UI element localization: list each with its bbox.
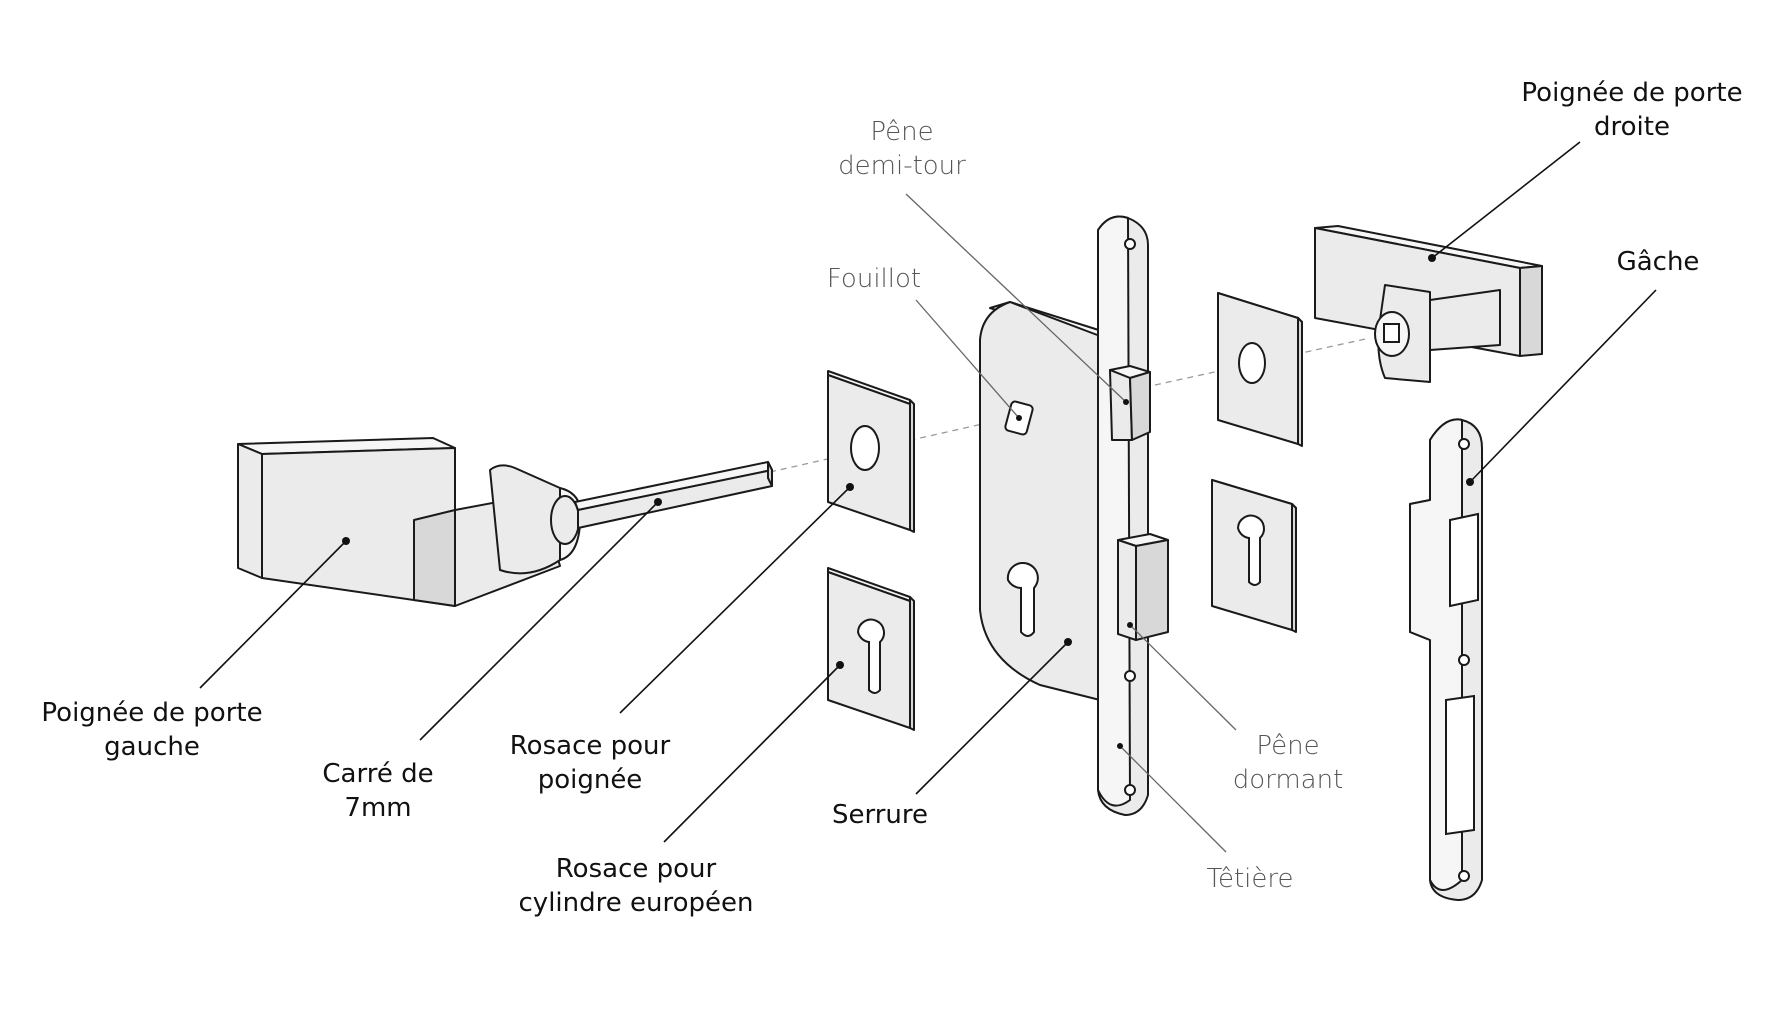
lock-case bbox=[979, 301, 1106, 701]
label-lock-case: Serrure bbox=[831, 800, 929, 830]
leader-left-handle bbox=[199, 540, 347, 689]
left-door-handle bbox=[237, 437, 582, 607]
leader-handle-rose bbox=[619, 486, 851, 714]
leader-faceplate bbox=[1119, 745, 1227, 853]
latch-bolt bbox=[1109, 365, 1151, 441]
strike-plate bbox=[1409, 418, 1483, 901]
leader-spindle bbox=[419, 501, 659, 741]
leader-latch-bolt bbox=[905, 193, 1127, 403]
right-handle-rose bbox=[1217, 292, 1303, 447]
faceplate bbox=[1097, 215, 1149, 816]
label-strike-plate: Gâche bbox=[1616, 247, 1700, 277]
cylinder-rose bbox=[827, 567, 915, 731]
leader-lock-case bbox=[915, 641, 1069, 795]
label-faceplate: Têtière bbox=[1206, 864, 1294, 894]
label-spindle-hub: Fouillot bbox=[826, 264, 922, 294]
right-door-handle bbox=[1314, 225, 1543, 383]
leader-deadbolt bbox=[1129, 624, 1237, 731]
leader-spindle-hub bbox=[915, 299, 1020, 419]
right-cylinder-rose bbox=[1211, 479, 1297, 633]
leader-strike-plate bbox=[1469, 289, 1657, 483]
leader-right-handle bbox=[1431, 141, 1581, 259]
leader-cylinder-rose bbox=[663, 664, 841, 843]
deadbolt bbox=[1117, 533, 1169, 641]
handle-rose bbox=[827, 370, 915, 533]
square-spindle bbox=[574, 461, 773, 529]
